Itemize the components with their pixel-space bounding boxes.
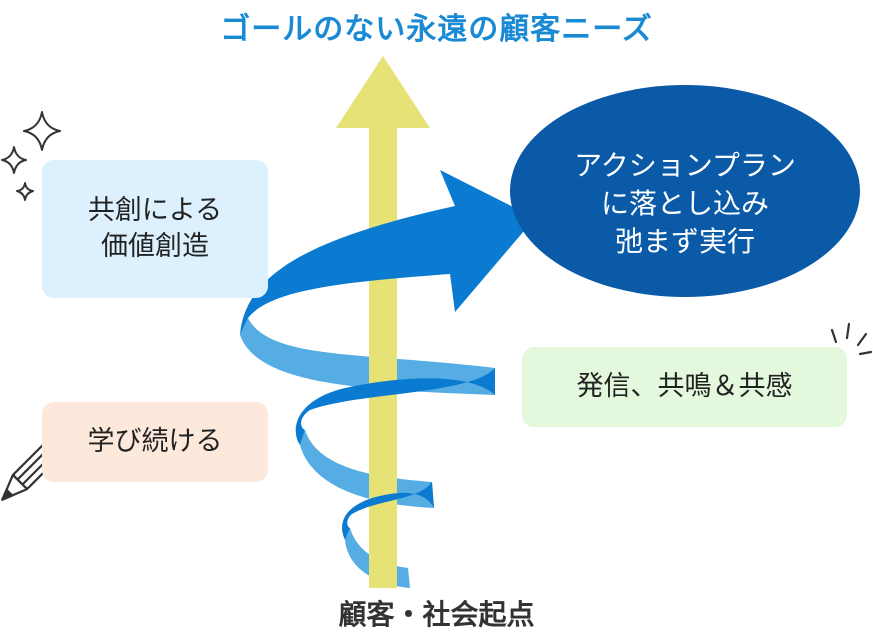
keep-learning-box: 学び続ける <box>42 402 268 482</box>
spiral-back-middle <box>300 430 434 508</box>
spiral-front-middle <box>295 368 495 445</box>
sparkle-icon <box>1 111 61 201</box>
keep-learning-label: 学び続ける <box>87 425 223 457</box>
page-title: ゴールのない永遠の顧客ニーズ <box>220 12 653 47</box>
share-empathy-label: 発信、共鳴＆共感 <box>576 370 793 402</box>
vertical-arrow <box>336 56 430 588</box>
emphasis-lines-icon <box>830 322 873 356</box>
spiral-front <box>240 170 535 540</box>
co-creation-label: 共創による 価値創造 <box>87 194 223 262</box>
share-empathy-box: 発信、共鳴＆共感 <box>522 347 847 427</box>
action-plan-ellipse <box>510 85 860 297</box>
spiral-back <box>240 318 495 588</box>
spiral-back-upper <box>240 318 495 395</box>
action-plan-label: アクションプラン に落とし込み 弛まず実行 <box>574 149 796 258</box>
spiral-front-top <box>240 170 535 335</box>
customer-society-origin-label: 顧客・社会起点 <box>338 598 535 631</box>
co-creation-box: 共創による 価値創造 <box>42 160 268 298</box>
